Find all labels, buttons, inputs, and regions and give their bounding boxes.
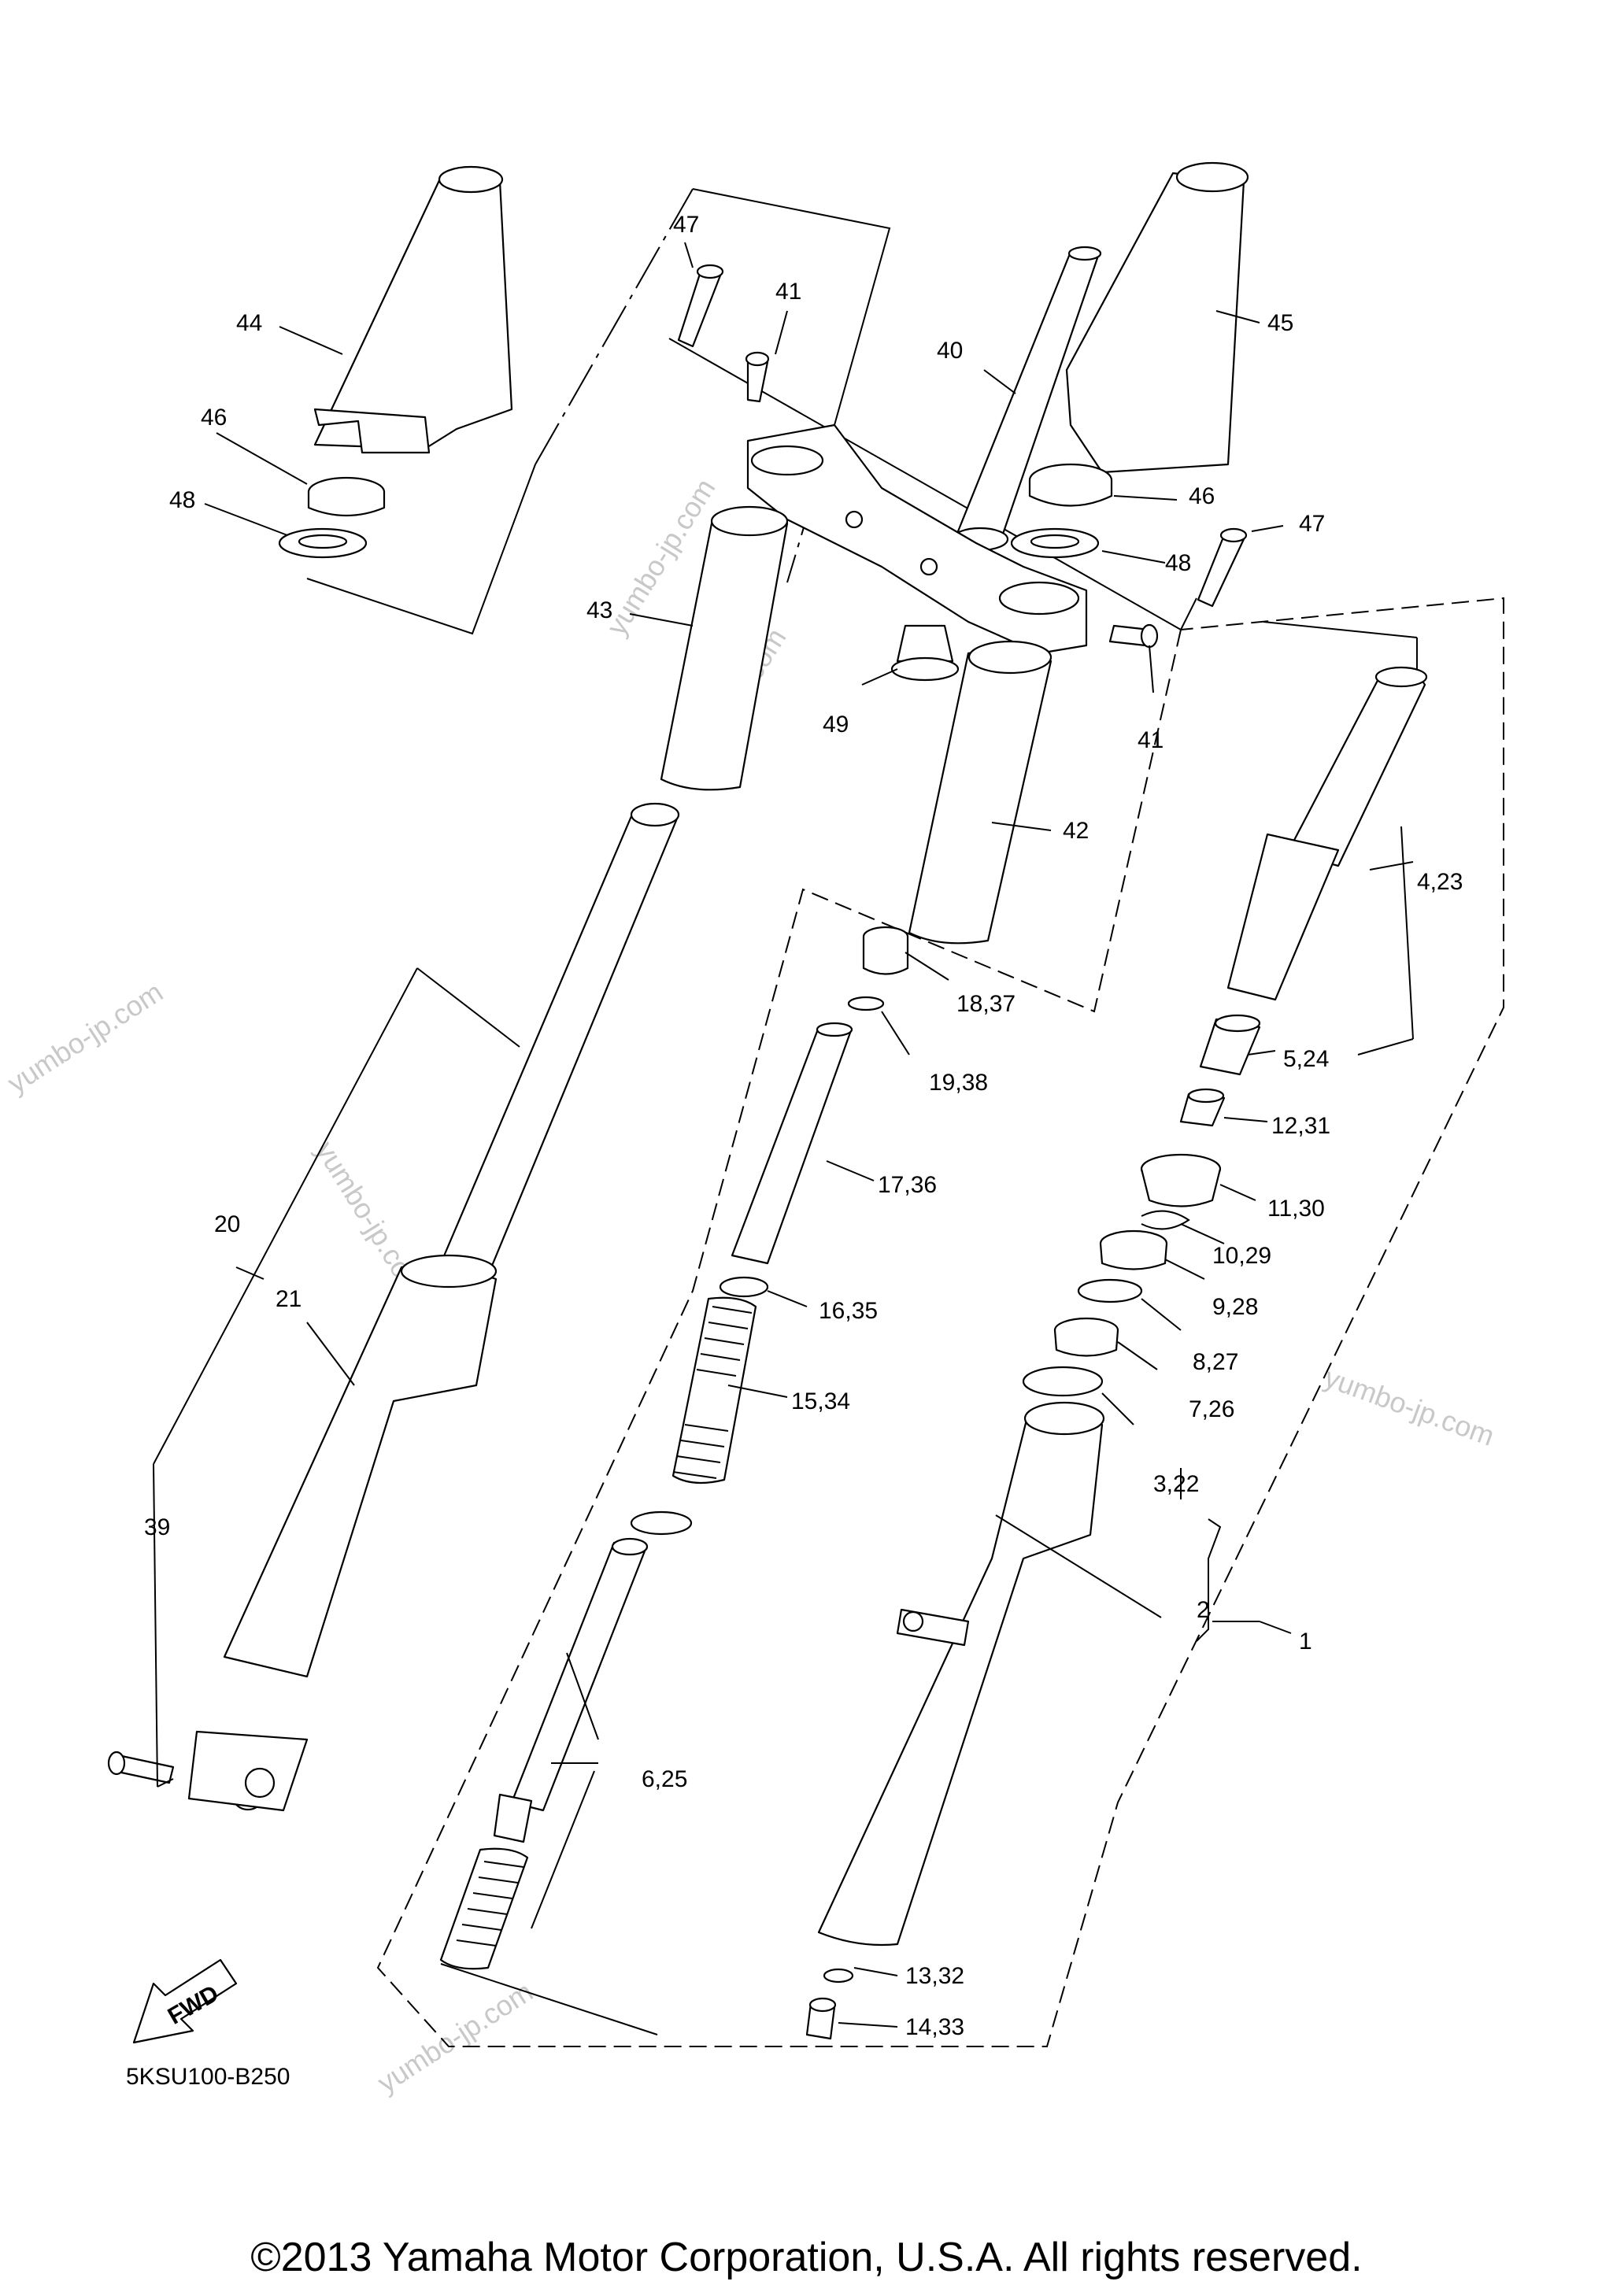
callout-20: 20 <box>214 1211 240 1237</box>
part-42-right-upper-tube <box>908 640 1053 945</box>
callout-9-28: 9,28 <box>1212 1294 1258 1320</box>
callout-1: 1 <box>1299 1629 1312 1655</box>
part-44-left-cover <box>313 165 513 454</box>
callout-21: 21 <box>276 1286 302 1312</box>
callout-40: 40 <box>937 338 963 364</box>
part-7-26-oil-seal <box>1053 1317 1119 1357</box>
part-18-37-cap-bolt <box>862 926 909 975</box>
callout-43: 43 <box>586 597 612 623</box>
callout-17-36: 17,36 <box>878 1172 937 1198</box>
callout-6-25: 6,25 <box>642 1766 687 1792</box>
part-45-right-cover <box>1065 161 1249 474</box>
part-15-34-spring <box>671 1296 757 1484</box>
part-3-22-washer <box>1022 1366 1104 1397</box>
callout-48-left: 48 <box>169 487 195 513</box>
part-20-inner-tube <box>439 802 680 1277</box>
callout-47-right: 47 <box>1299 511 1325 537</box>
part-41-upper-bolt <box>745 351 770 403</box>
callout-2: 2 <box>1197 1597 1210 1623</box>
part-48-right-washer <box>1010 527 1100 559</box>
diagram-code: 5KSU100-B250 <box>126 2064 290 2090</box>
callout-49: 49 <box>823 712 849 738</box>
part-4-23-inner-tube <box>1226 666 1428 1001</box>
part-13-32-washer <box>823 1968 854 1984</box>
part-10-29-clip <box>1141 1210 1190 1230</box>
part-9-28-dust-seal <box>1099 1229 1168 1270</box>
part-11-30-oil-lock <box>1140 1153 1222 1207</box>
part-6-25-damper-rod <box>493 1537 649 1843</box>
part-43-left-upper-tube <box>660 505 789 791</box>
leader-lines <box>153 242 1414 2035</box>
part-41-lower-bolt <box>1108 623 1159 649</box>
watermark: yumbo-jp.com <box>2 975 168 1100</box>
part-bracket-upper <box>746 423 1088 655</box>
callout-8-27: 8,27 <box>1193 1349 1238 1375</box>
callout-41-lower: 41 <box>1138 727 1164 753</box>
part-17-36-spacer <box>731 1022 853 1265</box>
part-piston-ring <box>630 1510 693 1536</box>
part-46-left-nut <box>307 476 386 517</box>
callout-47-left: 47 <box>673 212 699 238</box>
callout-5-24: 5,24 <box>1283 1046 1329 1072</box>
part-8-27-ring <box>1077 1278 1143 1303</box>
part-46-right-nut <box>1028 463 1113 507</box>
part-49-nut <box>890 624 960 682</box>
callout-15-34: 15,34 <box>791 1388 850 1414</box>
part-39-bolt <box>107 1751 175 1784</box>
callout-16-35: 16,35 <box>819 1298 878 1324</box>
watermark: yumbo-jp.com <box>1320 1361 1498 1452</box>
callout-12-31: 12,31 <box>1271 1113 1330 1139</box>
callout-13-32: 13,32 <box>905 1963 964 1989</box>
callout-14-33: 14,33 <box>905 2014 964 2040</box>
part-21-outer-tube <box>187 1254 498 1812</box>
callout-10-29: 10,29 <box>1212 1243 1271 1269</box>
part-16-35-washer <box>719 1276 769 1298</box>
part-14-33-drain-bolt <box>805 1997 837 2040</box>
callout-39: 39 <box>144 1514 170 1540</box>
part-5-24-bushing <box>1199 1014 1261 1076</box>
copyright-notice: ©2013 Yamaha Motor Corporation, U.S.A. A… <box>250 2235 1363 2280</box>
callout-18-37: 18,37 <box>956 991 1016 1017</box>
part-2-outer-tube <box>817 1401 1105 1947</box>
callout-42: 42 <box>1063 818 1089 844</box>
part-19-38-o-ring <box>847 996 885 1011</box>
fwd-arrow-icon: FWD <box>132 1958 238 2044</box>
watermark: yumbo-jp.com <box>372 1975 538 2099</box>
part-47-right-bolt <box>1197 527 1248 608</box>
callout-46-left: 46 <box>201 405 227 431</box>
callout-4-23: 4,23 <box>1417 869 1463 895</box>
callout-7-26: 7,26 <box>1189 1396 1234 1422</box>
callout-labels: 1 2 3,22 4,23 5,24 6,25 7,26 8,27 9,28 1… <box>144 212 1463 2040</box>
callout-19-38: 19,38 <box>929 1070 988 1096</box>
part-48-left-washer <box>278 527 368 559</box>
callout-44: 44 <box>236 310 262 336</box>
callout-3-22: 3,22 <box>1153 1471 1199 1497</box>
callout-48-right: 48 <box>1165 550 1191 576</box>
part-12-31-bushing <box>1179 1088 1226 1127</box>
part-lower-spring <box>439 1847 529 1970</box>
part-47-left-bolt <box>677 264 724 348</box>
callout-46-right: 46 <box>1189 483 1215 509</box>
callout-45: 45 <box>1267 310 1293 336</box>
callout-11-30: 11,30 <box>1267 1196 1325 1222</box>
callout-41-upper: 41 <box>775 279 801 305</box>
